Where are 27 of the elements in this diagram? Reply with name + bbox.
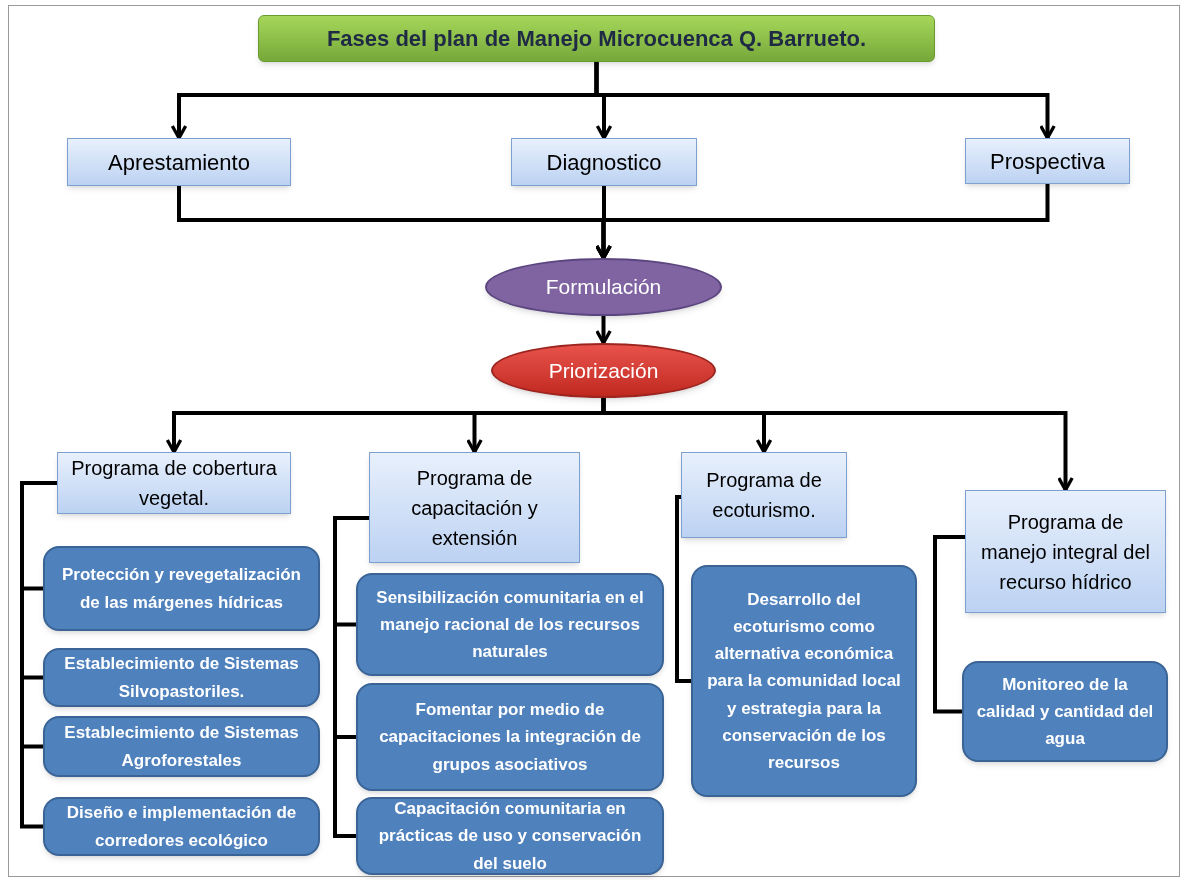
action-box: Establecimiento de Sistemas Agroforestales [43,716,320,777]
phase-box: Prospectiva [965,138,1130,184]
arrow [595,184,1050,260]
arrow [594,62,1056,140]
program-box: Programa de manejo integral del recurso hídrico [965,490,1166,613]
action-box: Capacitación comunitaria en prácticas de uso y conservación del suelo [356,797,664,875]
connector-line [675,495,691,683]
phase-box: Diagnostico [511,138,697,186]
action-box: Diseño e implementación de corredores ecológico [43,797,320,856]
program-box: Programa de cobertura vegetal. [57,452,291,514]
phase-box: Aprestamiento [67,138,291,186]
arrow [595,316,612,345]
program-box: Programa de capacitación y extensión [369,452,580,563]
action-box: Sensibilización comunitaria en el manejo racional de los recursos naturales [356,573,664,676]
action-box: Establecimiento de Sistemas Silvopastoriles. [43,648,320,707]
connector-line [933,535,965,714]
program-box: Programa de ecoturismo. [681,452,847,538]
arrow [601,398,1074,492]
process-ellipse: Priorización [491,343,716,398]
title-box: Fases del plan de Manejo Microcuenca Q. Barrueto. [258,15,935,62]
connector-line [20,481,57,829]
process-ellipse: Formulación [485,258,722,316]
action-box: Fomentar por medio de capacitaciones la integración de grupos asociativos [356,683,664,791]
action-box: Protección y revegetalización de las márgenes hídricas [43,546,320,631]
action-box: Desarrollo del ecoturismo como alternativa económica para la comunidad local y estrategia para la conservación de los recursos [691,565,917,797]
connector-line [333,516,369,838]
action-box: Monitoreo de la calidad y cantidad del agua [962,661,1168,762]
